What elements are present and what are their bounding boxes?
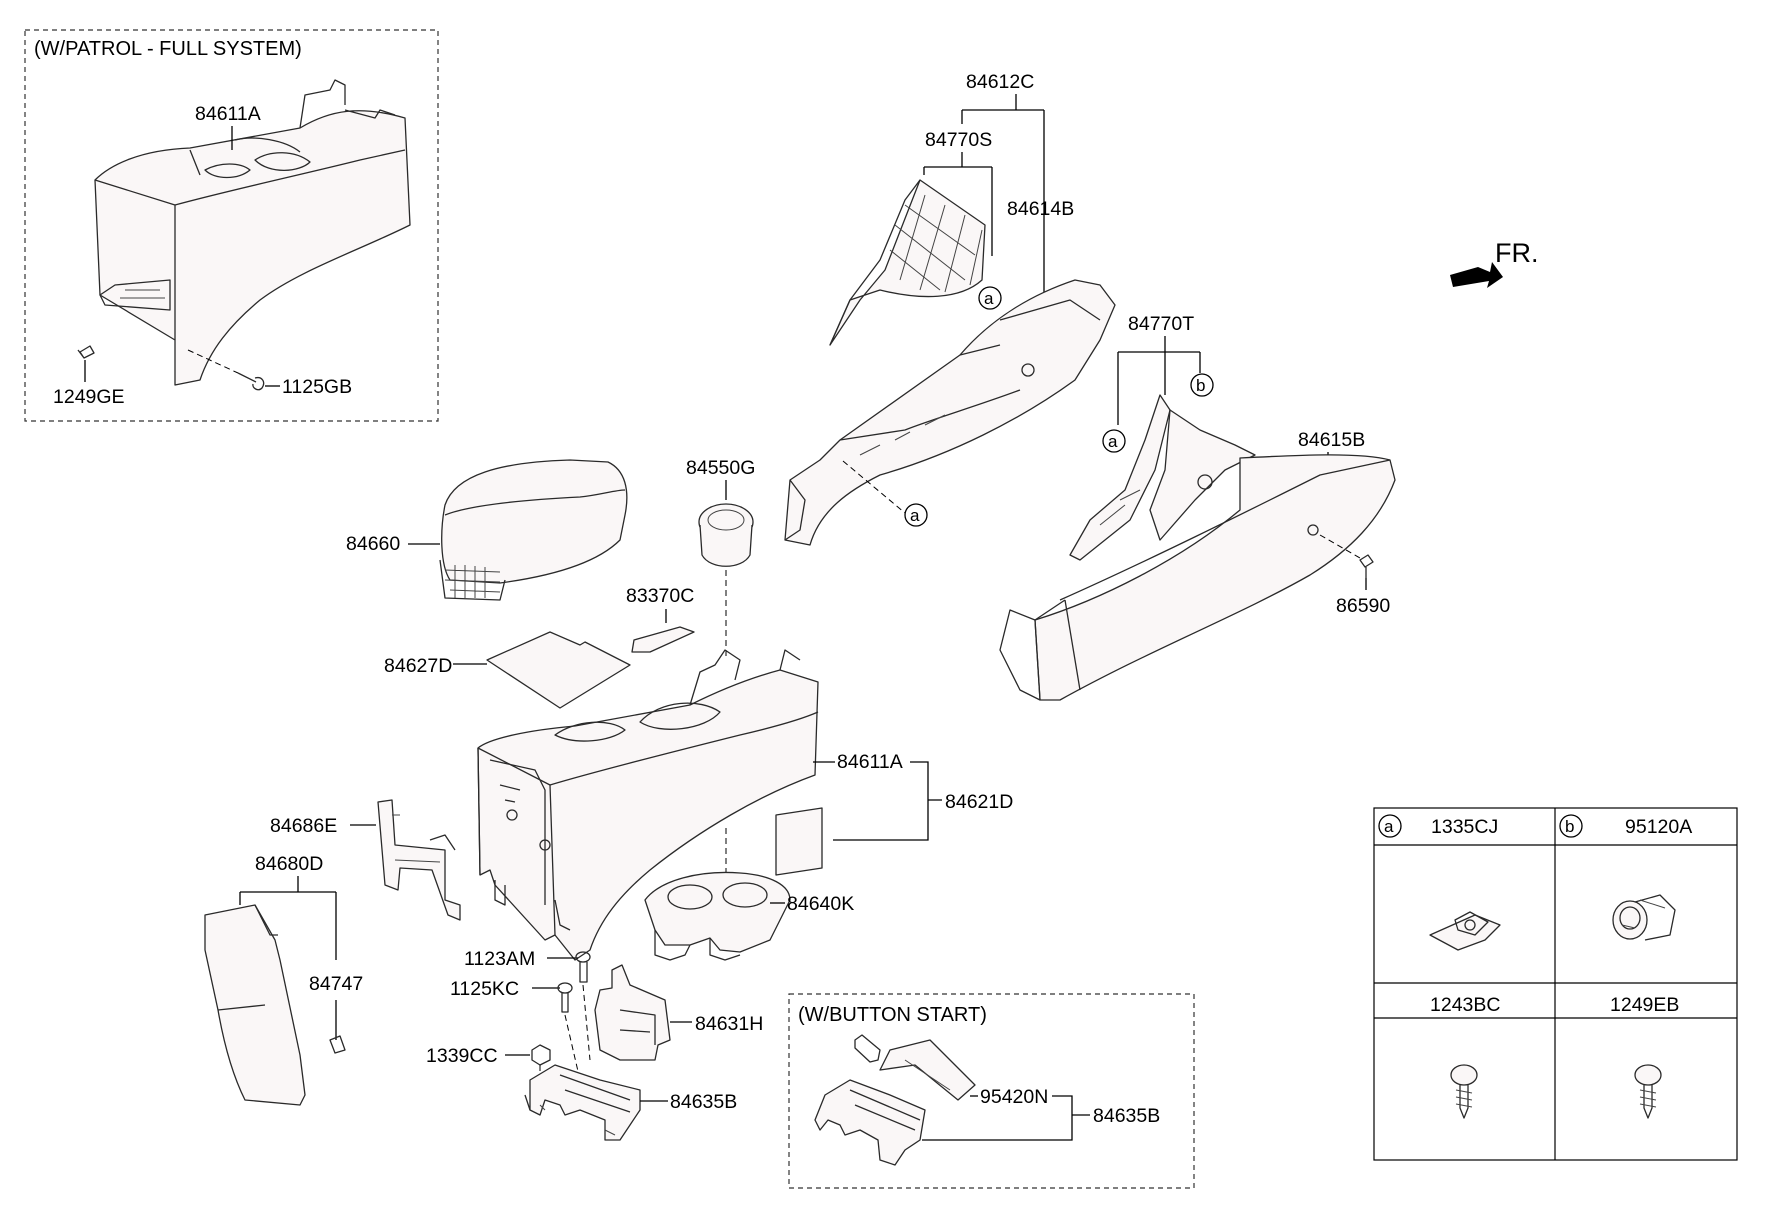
console-body-84611A-drawing bbox=[477, 649, 819, 961]
label-84615B: 84615B bbox=[1298, 429, 1365, 451]
label-84686E: 84686E bbox=[270, 815, 337, 837]
ref-letter-a: a bbox=[984, 289, 994, 308]
label-84680D: 84680D bbox=[255, 853, 323, 875]
label-83370C: 83370C bbox=[626, 585, 694, 607]
ref-a-marker-1: a bbox=[978, 286, 1002, 310]
side-cover-84614B-drawing bbox=[784, 279, 1116, 546]
label-84631H: 84631H bbox=[695, 1013, 763, 1035]
label-86590: 86590 bbox=[1336, 595, 1390, 617]
legend-cell-a: a 1335CJ bbox=[1378, 814, 1501, 951]
label-84550G: 84550G bbox=[686, 457, 755, 479]
side-cover-84615B-drawing bbox=[999, 454, 1396, 701]
mat-84627D-drawing bbox=[486, 631, 631, 709]
legend-part-95120A: 95120A bbox=[1625, 816, 1692, 838]
label-1125GB: 1125GB bbox=[282, 376, 352, 398]
bolt-1123AM-icon bbox=[575, 951, 591, 983]
label-1123AM: 1123AM bbox=[464, 948, 535, 970]
label-84640K: 84640K bbox=[787, 893, 854, 915]
ref-a-marker-3: a bbox=[1102, 429, 1126, 453]
screw-1249GE-icon bbox=[77, 345, 95, 359]
screw-86590-icon bbox=[1319, 534, 1374, 578]
bracket-84631H-drawing bbox=[594, 964, 671, 1061]
patrol-inset-box: (W/PATROL - FULL SYSTEM) 84611A 1249GE 1… bbox=[24, 29, 439, 422]
label-1125KC: 1125KC bbox=[450, 978, 519, 1000]
mat-83370C-drawing bbox=[631, 626, 695, 653]
fastener-legend-table: a 1335CJ b 95120A 1243BC bbox=[1373, 807, 1738, 1161]
bolt-1125KC-icon bbox=[557, 982, 591, 1081]
trim-panel-84621D-drawing bbox=[775, 807, 823, 876]
front-direction-label: FR. bbox=[1495, 238, 1539, 268]
front-direction-indicator: FR. bbox=[1450, 238, 1539, 288]
label-84627D: 84627D bbox=[384, 655, 452, 677]
bracket-84635B-drawing bbox=[524, 1064, 641, 1141]
console-side-cover-left-group: 84612C 84770S 84614B a a bbox=[784, 71, 1116, 546]
net-pocket-84770T-drawing bbox=[1069, 394, 1256, 561]
legend-letter-b: b bbox=[1565, 817, 1574, 836]
label-84660: 84660 bbox=[346, 533, 400, 555]
screw-1125GB-icon bbox=[187, 349, 265, 391]
legend-part-1243BC: 1243BC bbox=[1430, 994, 1500, 1016]
socket-95120A-icon bbox=[1612, 894, 1676, 941]
net-pocket-84770S-drawing bbox=[829, 179, 986, 346]
bracket-84635B-button-drawing bbox=[814, 1079, 926, 1166]
console-assembly-patrol-drawing bbox=[94, 79, 411, 386]
ref-letter-a: a bbox=[910, 506, 920, 525]
ref-b-marker: b bbox=[1190, 373, 1214, 397]
label-84770S: 84770S bbox=[925, 129, 992, 151]
button-start-inset-box: (W/BUTTON START) 95420N 84635B bbox=[788, 993, 1195, 1189]
legend-part-1249EB: 1249EB bbox=[1610, 994, 1679, 1016]
legend-letter-a: a bbox=[1384, 817, 1394, 836]
screw-1243BC-icon bbox=[1450, 1064, 1478, 1119]
ref-letter-b: b bbox=[1196, 376, 1205, 395]
clip-nut-1335CJ-icon bbox=[1429, 911, 1501, 951]
label-1249GE: 1249GE bbox=[53, 386, 125, 408]
patrol-box-title: (W/PATROL - FULL SYSTEM) bbox=[34, 38, 302, 60]
label-84635B-button: 84635B bbox=[1093, 1105, 1160, 1127]
side-panel-84680D-drawing bbox=[204, 904, 346, 1106]
label-84612C: 84612C bbox=[966, 71, 1034, 93]
label-84611A: 84611A bbox=[837, 751, 903, 773]
legend-cell-1249EB: 1249EB bbox=[1610, 994, 1679, 1119]
legend-part-1335CJ: 1335CJ bbox=[1431, 816, 1498, 838]
label-84614B: 84614B bbox=[1007, 198, 1074, 220]
label-84611A-patrol: 84611A bbox=[195, 103, 261, 125]
ref-letter-a: a bbox=[1108, 432, 1118, 451]
bracket-84686E-drawing bbox=[377, 799, 461, 921]
cupholder-insert-84640K-drawing bbox=[644, 828, 791, 961]
label-84621D: 84621D bbox=[945, 791, 1013, 813]
button-box-title: (W/BUTTON START) bbox=[798, 1004, 987, 1026]
module-95420N-drawing bbox=[854, 1034, 976, 1101]
screw-1249EB-icon bbox=[1634, 1064, 1662, 1119]
legend-cell-b: b 95120A bbox=[1559, 814, 1692, 941]
cup-84550G-drawing bbox=[698, 503, 754, 660]
label-84747: 84747 bbox=[309, 973, 363, 995]
label-84770T: 84770T bbox=[1128, 313, 1194, 335]
label-95420N: 95420N bbox=[980, 1086, 1048, 1108]
console-side-cover-right-group: 84770T b a 84615B bbox=[999, 313, 1396, 701]
legend-cell-1243BC: 1243BC bbox=[1430, 994, 1500, 1119]
ref-a-marker-2: a bbox=[842, 460, 928, 527]
armrest-84660-drawing bbox=[439, 459, 628, 601]
main-console-group: 84660 84550G 83370C 84627D bbox=[204, 457, 1013, 1141]
label-1339CC: 1339CC bbox=[426, 1045, 498, 1067]
label-84635B: 84635B bbox=[670, 1091, 737, 1113]
